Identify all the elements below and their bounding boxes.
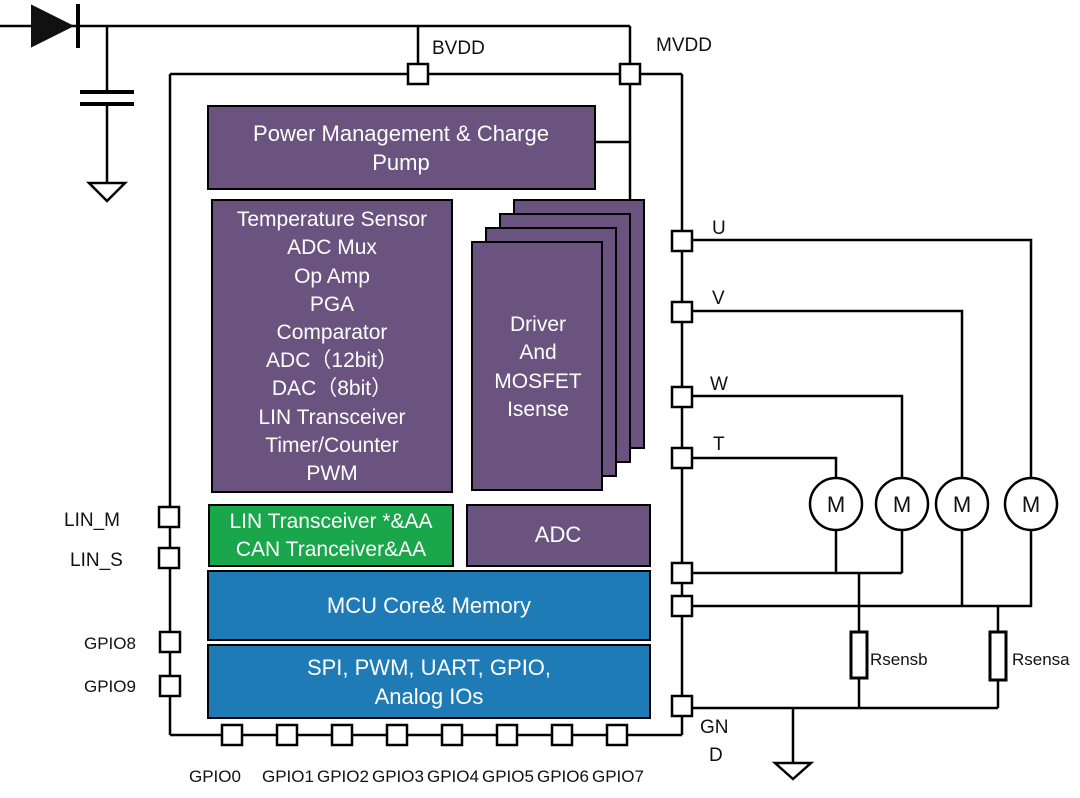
gpio9-pin [158, 674, 182, 698]
gpio7-pin [605, 723, 629, 747]
gpio2-pin [330, 723, 354, 747]
rsensa-resistor: Rsensa [988, 630, 1070, 682]
motor-2: M [874, 476, 930, 532]
gpio8-pin [158, 630, 182, 654]
gpio4-label: GPIO4 [427, 767, 479, 786]
gpio0-label: GPIO0 [189, 767, 241, 786]
motor-label: M [953, 492, 971, 517]
gpio1-pin [275, 723, 299, 747]
analog-item: PGA [310, 293, 354, 316]
motor-label: M [1022, 492, 1040, 517]
adc-block: ADC [466, 504, 651, 567]
ground-icon [771, 761, 815, 781]
mcu-label: MCU Core& Memory [327, 593, 531, 618]
analog-item: DAC（8bit） [272, 377, 392, 400]
peripherals-block: SPI, PWM, UART, GPIO, Analog IOs [207, 644, 651, 719]
diode-icon [31, 4, 75, 48]
peripherals-line2: Analog IOs [375, 684, 484, 709]
u-label: U [712, 218, 726, 239]
analog-item: ADC Mux [287, 236, 377, 259]
t-label: T [713, 434, 725, 455]
lin-m-label: LIN_M [64, 510, 120, 531]
supply-input [0, 4, 630, 203]
analog-item: LIN Transceiver [258, 406, 405, 429]
motor-4: M [1003, 476, 1059, 532]
gpio5-pin [495, 723, 519, 747]
analog-item: ADC（12bit） [266, 349, 398, 372]
motor-label: M [827, 492, 845, 517]
gnd-label-line2: D [709, 745, 723, 766]
gpio4-pin [440, 723, 464, 747]
driver-line: Driver [510, 313, 566, 336]
gnd-pin [670, 694, 694, 718]
driver-line: MOSFET [494, 370, 582, 393]
driver-mosfet-block: Driver And MOSFET Isense [471, 199, 645, 491]
analog-item: Comparator [277, 321, 388, 344]
motor-label: M [893, 492, 911, 517]
motor-return-pin-2 [670, 594, 694, 618]
w-pin [670, 385, 694, 409]
gpio2-label: GPIO2 [317, 767, 369, 786]
gnd-label-line1: GN [700, 717, 729, 738]
lin-s-label: LIN_S [70, 550, 123, 571]
can-transceiver-label: CAN Tranceiver&AA [236, 538, 426, 561]
analog-item: Op Amp [294, 265, 370, 288]
mcu-block: MCU Core& Memory [207, 570, 651, 641]
motor-3: M [934, 476, 990, 532]
gpio8-label: GPIO8 [84, 634, 136, 653]
analog-features-block: Temperature Sensor ADC Mux Op Amp PGA Co… [211, 199, 453, 493]
mvdd-pin [618, 62, 642, 86]
lin-can-block: LIN Transceiver *&AA CAN Tranceiver&AA [208, 504, 454, 567]
phase-wiring [692, 238, 1033, 781]
gpio7-label: GPIO7 [592, 767, 644, 786]
v-label: V [712, 288, 725, 309]
analog-item: Timer/Counter [265, 434, 398, 457]
motor-1: M [808, 476, 864, 532]
gpio6-pin [550, 723, 574, 747]
bvdd-pin [406, 62, 430, 86]
driver-line: Isense [507, 398, 569, 421]
rsensb-label: Rsensb [870, 650, 928, 669]
w-label: W [710, 374, 728, 395]
gpio3-label: GPIO3 [372, 767, 424, 786]
u-pin [670, 229, 694, 253]
peripherals-line1: SPI, PWM, UART, GPIO, [307, 655, 551, 680]
power-management-line2: Pump [372, 150, 429, 175]
mvdd-label: MVDD [656, 35, 712, 56]
power-management-block: Power Management & Charge Pump [207, 105, 596, 190]
lin-m-pin [157, 505, 181, 529]
gpio6-label: GPIO6 [537, 767, 589, 786]
lin-transceiver-label: LIN Transceiver *&AA [229, 510, 432, 533]
gpio3-pin [385, 723, 409, 747]
bvdd-label: BVDD [432, 38, 485, 59]
v-pin [670, 300, 694, 324]
t-pin [670, 446, 694, 470]
driver-line: And [519, 341, 556, 364]
gpio0-pin [220, 723, 244, 747]
capacitor-icon [80, 90, 134, 106]
rsensb-resistor: Rsensb [849, 630, 928, 680]
gpio9-label: GPIO9 [84, 677, 136, 696]
analog-item: Temperature Sensor [237, 208, 427, 231]
ground-icon [85, 181, 129, 203]
analog-item: PWM [306, 462, 357, 485]
rsensa-label: Rsensa [1012, 650, 1070, 669]
gpio5-label: GPIO5 [482, 767, 534, 786]
adc-label: ADC [535, 522, 582, 547]
gpio1-label: GPIO1 [262, 767, 314, 786]
lin-s-pin [157, 546, 181, 570]
motor-return-pin-1 [670, 561, 694, 585]
power-management-line1: Power Management & Charge [253, 121, 549, 146]
